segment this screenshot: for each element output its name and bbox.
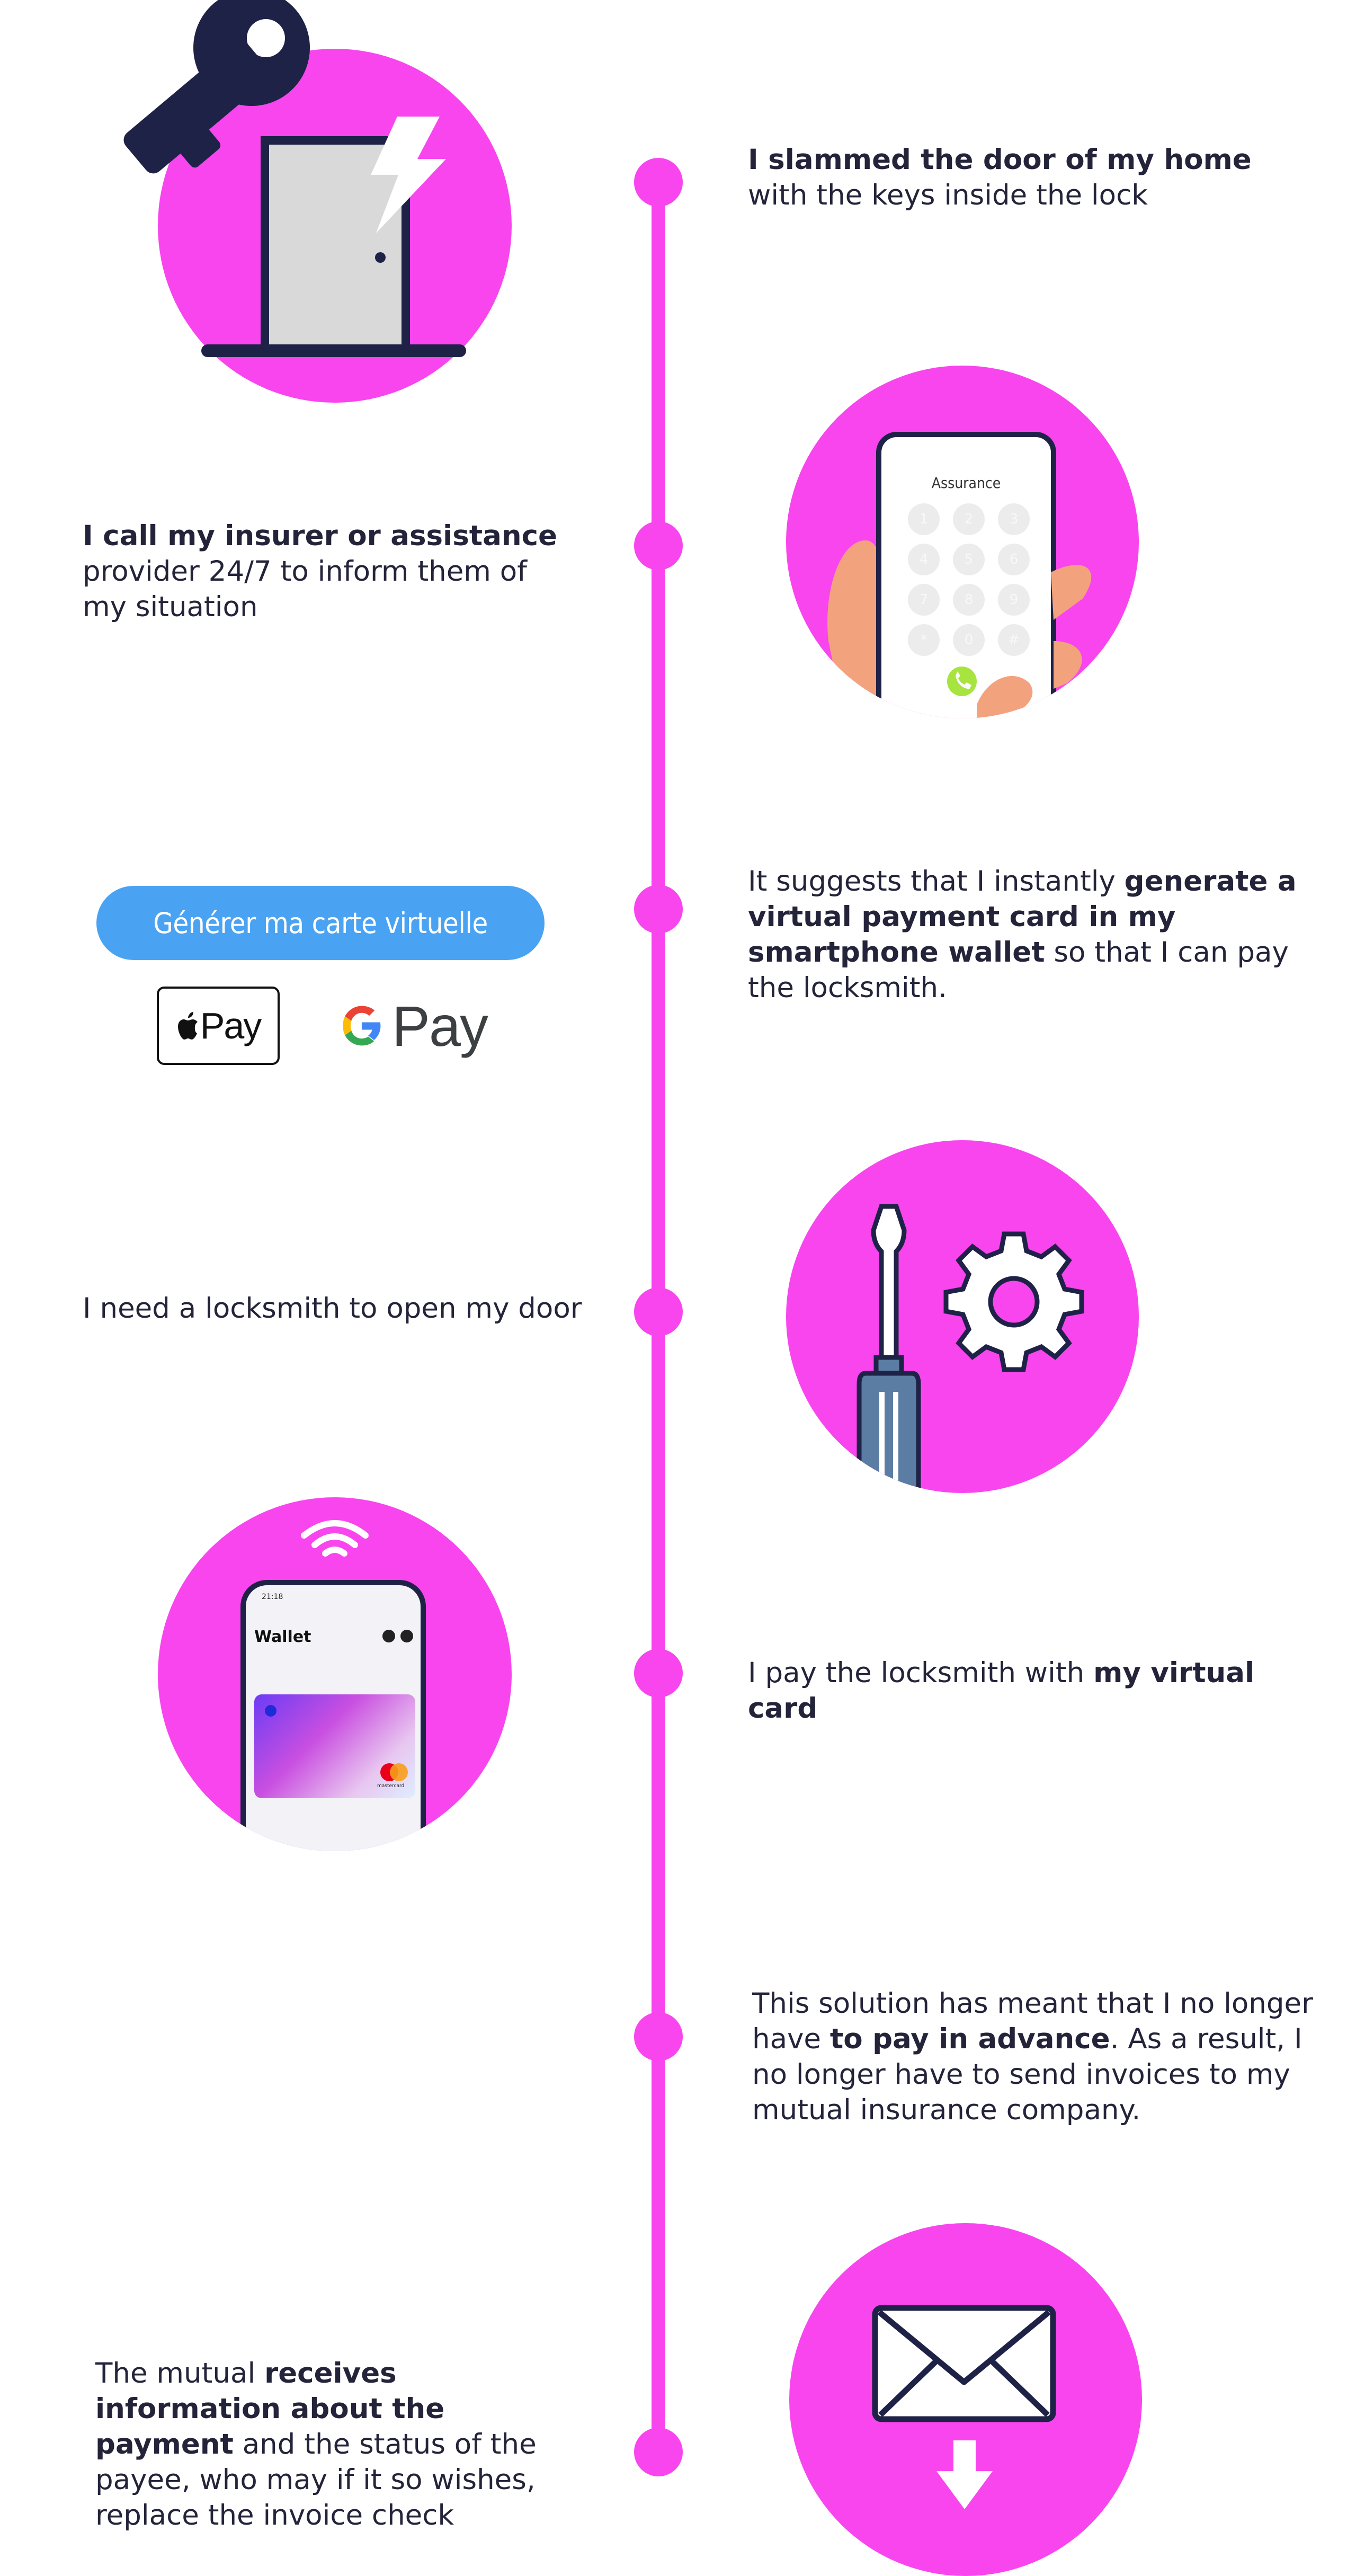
step-1-rest: with the keys inside the lock [748,179,1148,211]
google-pay-label: Pay [391,993,488,1058]
timeline-dot-5 [634,1649,683,1698]
wallet-add-icon [382,1630,395,1642]
google-pay-button[interactable]: Pay [339,987,488,1065]
step-3-pre: It suggests that I instantly [748,865,1125,898]
wallet-more-icon [400,1630,413,1642]
step-7-bold: receives information about the payment [95,2357,445,2460]
wallet-illustration: 21:18 Wallet mastercard [158,1497,512,1851]
lightning-icon [371,117,446,233]
timeline-dot-1 [634,158,683,207]
wallet-phone-icon: 21:18 Wallet mastercard [240,1580,426,1851]
dialpad-key[interactable]: 0 [953,624,985,656]
dialpad-key[interactable]: 2 [953,503,985,535]
card-brand: mastercard [377,1783,405,1789]
step-5-bold: my virtual card [748,1657,1255,1725]
wallet-title: Wallet [254,1628,311,1646]
key-icon [123,0,310,174]
arrow-down-icon [936,2440,993,2509]
gear-icon [943,1231,1084,1372]
apple-logo-icon [177,1012,198,1040]
dialpad-key[interactable]: # [998,624,1030,656]
step-7-rest: and the status of the payee, who may if … [95,2428,537,2531]
step-7-text: The mutual receives information about th… [95,2356,561,2533]
generate-virtual-card-button[interactable]: Générer ma carte virtuelle [96,886,545,960]
timeline-dot-4 [634,1287,683,1336]
timeline-dot-7 [634,2428,683,2476]
timeline-dot-6 [634,2012,683,2061]
step-2-rest: provider 24/7 to inform them of my situa… [83,555,527,623]
dialpad-key[interactable]: 9 [998,584,1030,616]
wallet-time: 21:18 [262,1593,283,1601]
dialer-title: Assurance [931,474,1001,492]
timeline-dot-3 [634,885,683,934]
wifi-icon [301,1520,369,1557]
step-4-rest: I need a locksmith to open my door [83,1292,582,1325]
dialpad-key[interactable]: 3 [998,503,1030,535]
step-6-rest: . As a result, I no longer have to send … [752,2023,1303,2126]
apple-pay-button[interactable]: Pay [157,987,280,1065]
step-3-bold: generate a virtual payment card in my sm… [748,865,1297,969]
step-7-pre: The mutual [95,2357,265,2390]
dialpad-key[interactable]: 7 [908,584,940,616]
step-3-rest: so that I can pay the locksmith. [748,936,1289,1004]
step-1-bold: I slammed the door of my home [748,144,1252,176]
dialpad-key[interactable]: * [908,624,940,656]
step-1-text: I slammed the door of my home with the k… [748,142,1278,213]
apple-pay-label: Pay [200,1005,262,1046]
step-6-pre: This solution has meant that I no longer… [752,1987,1313,2055]
step-6-bold: to pay in advance [829,2023,1110,2055]
step-3-text: It suggests that I instantly generate a … [748,864,1304,1006]
dialpad-key[interactable]: 1 [908,503,940,535]
step-2-bold: I call my insurer or assistance [83,520,557,552]
dialpad-key[interactable]: 8 [953,584,985,616]
step-2-text: I call my insurer or assistance provider… [83,518,559,625]
door-illustration-art [123,0,466,357]
dialpad-key[interactable]: 6 [998,544,1030,575]
google-g-icon [343,1006,381,1046]
dialpad-key[interactable]: 5 [953,544,985,575]
step-5-text: I pay the locksmith with my virtual card [748,1655,1304,1726]
dialpad-key[interactable]: 4 [908,544,940,575]
envelope-illustration [789,2223,1142,2576]
step-4-text: I need a locksmith to open my door [83,1291,612,1326]
tools-illustration [786,1140,1139,1493]
envelope-icon [872,2305,1056,2422]
step-6-text: This solution has meant that I no longer… [752,1986,1335,2128]
timeline-dot-2 [634,521,683,570]
screwdriver-icon [857,1204,921,1493]
virtual-card: mastercard [254,1694,415,1798]
step-5-pre: I pay the locksmith with [748,1657,1094,1689]
